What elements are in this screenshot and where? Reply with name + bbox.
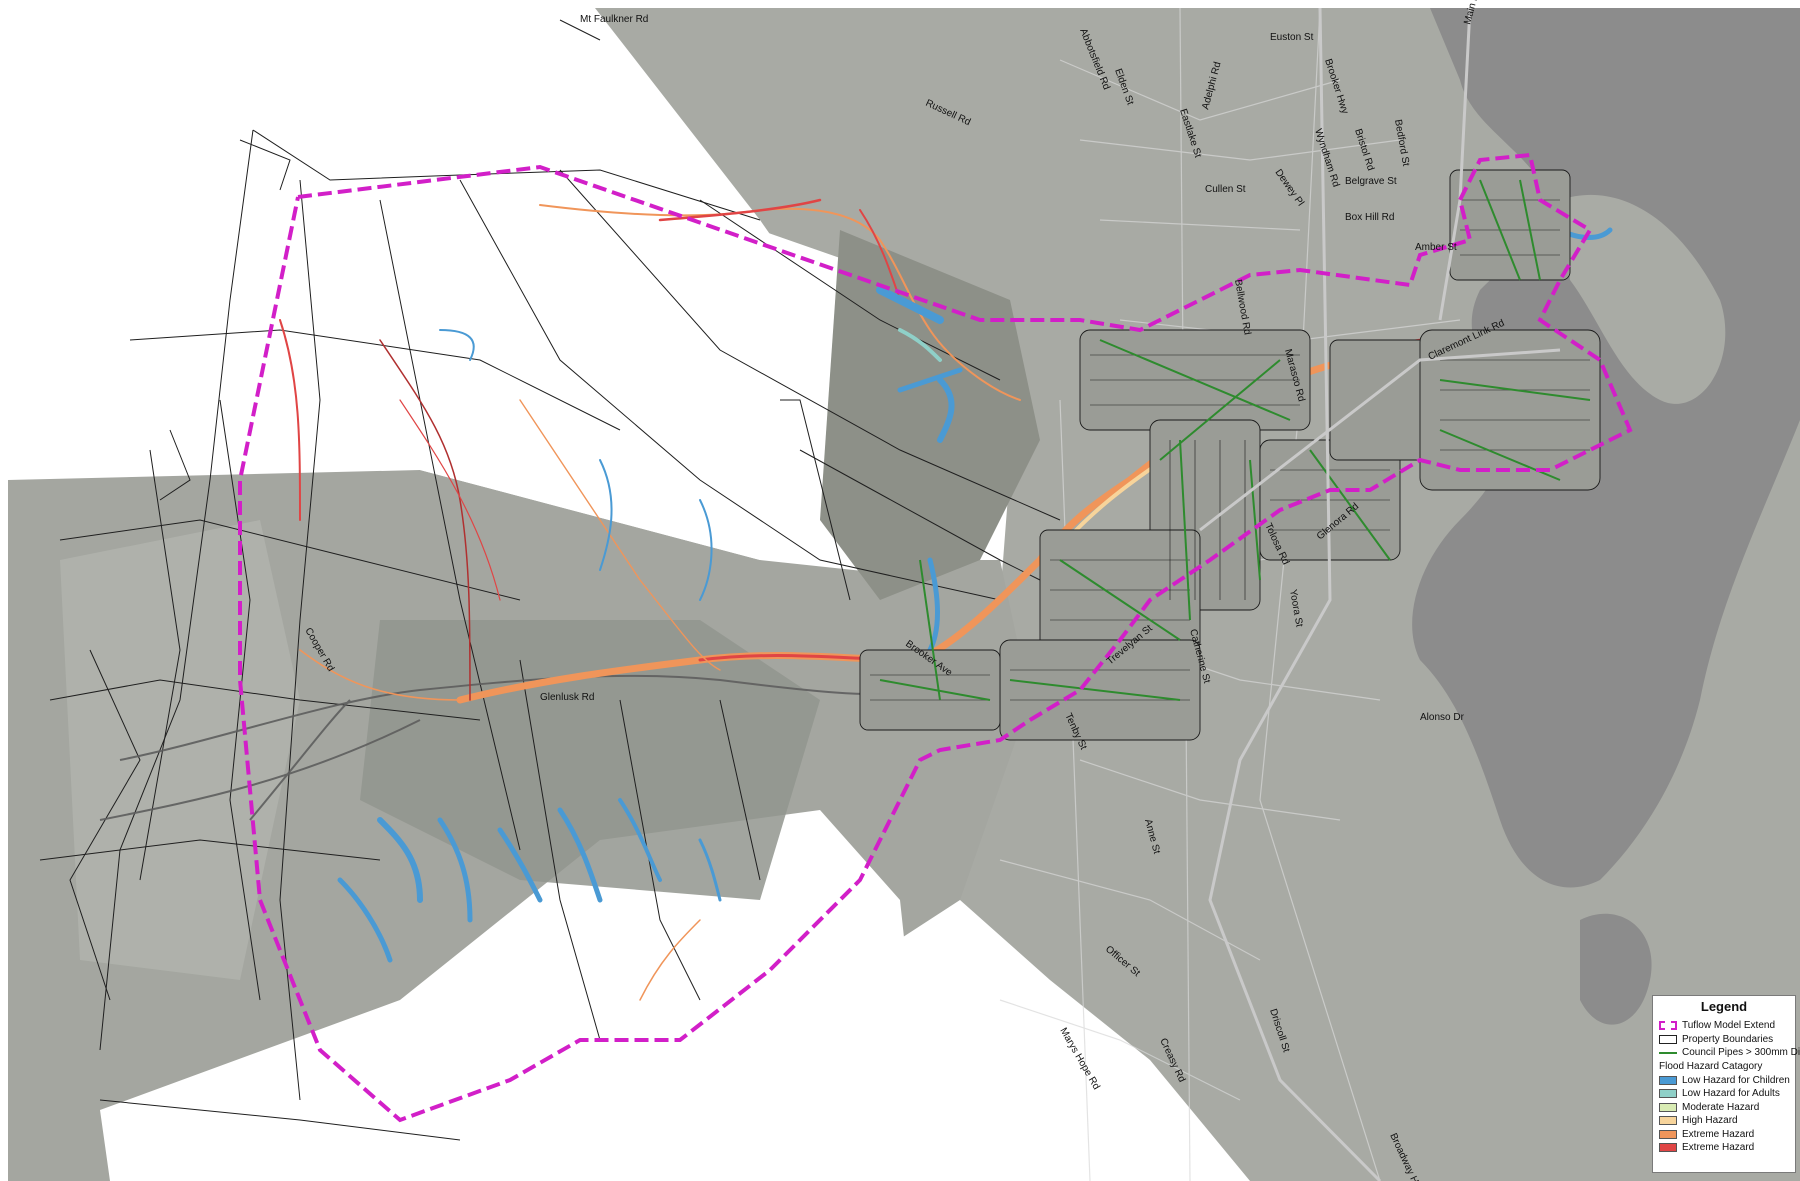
hazard-swatch <box>1659 1129 1677 1139</box>
street-label: Cullen St <box>1205 184 1246 195</box>
legend-hazard-item: Moderate Hazard <box>1659 1101 1789 1115</box>
street-label: Amber St <box>1415 242 1457 253</box>
property-boundaries <box>39 19 1061 1141</box>
hazard-label: Extreme Hazard <box>1682 1142 1755 1154</box>
legend-item-property-boundaries: Property Boundaries <box>1659 1033 1789 1047</box>
legend-hazard-item: High Hazard <box>1659 1114 1789 1128</box>
hazard-label: High Hazard <box>1682 1115 1738 1127</box>
council-pipes <box>879 179 1591 701</box>
legend-item-label: Council Pipes > 300mm Dia. <box>1682 1047 1800 1059</box>
outline-symbol <box>1659 1034 1677 1044</box>
street-label: Mt Faulkner Rd <box>580 14 648 25</box>
water-layer <box>1412 8 1800 1025</box>
hazard-label: Extreme Hazard <box>1682 1128 1755 1140</box>
hazard-swatch <box>1659 1075 1677 1085</box>
legend-title: Legend <box>1700 999 1748 1014</box>
legend-item-label: Tuflow Model Extend <box>1682 1020 1776 1032</box>
legend-item-council-pipes: Council Pipes > 300mm Dia. <box>1659 1046 1800 1060</box>
legend-hazard-item: Low Hazard for Adults <box>1659 1087 1789 1101</box>
legend-hazard-item: Extreme Hazard <box>1659 1128 1789 1142</box>
street-label: Euston St <box>1270 32 1314 43</box>
hazard-swatch <box>1659 1143 1677 1153</box>
hazard-swatch <box>1659 1089 1677 1099</box>
legend-item-label: Property Boundaries <box>1682 1033 1774 1045</box>
street-label: Alonso Dr <box>1420 712 1465 723</box>
legend-item-model-extent: Tuflow Model Extend <box>1659 1019 1789 1033</box>
legend-hazard-heading: Flood Hazard Catagory <box>1659 1060 1763 1072</box>
dashed-outline-symbol <box>1659 1021 1677 1031</box>
street-label: Glenlusk Rd <box>540 692 594 703</box>
hazard-label: Low Hazard for Adults <box>1682 1088 1780 1100</box>
street-label: Belgrave St <box>1345 176 1397 187</box>
model-extent-boundary <box>238 152 1633 1123</box>
map-legend: Legend Tuflow Model Extend Property Boun… <box>1652 995 1800 1173</box>
line-symbol <box>1659 1051 1677 1054</box>
legend-hazard-item: Low Hazard for Children <box>1659 1074 1790 1088</box>
hazard-label: Low Hazard for Children <box>1682 1074 1790 1086</box>
hazard-swatch <box>1659 1102 1677 1112</box>
major-roads <box>1199 7 1561 1181</box>
hazard-swatch <box>1659 1116 1677 1126</box>
street-label: Box Hill Rd <box>1345 212 1394 223</box>
hazard-label: Moderate Hazard <box>1682 1101 1760 1113</box>
legend-hazard-item: Extreme Hazard <box>1659 1141 1789 1155</box>
